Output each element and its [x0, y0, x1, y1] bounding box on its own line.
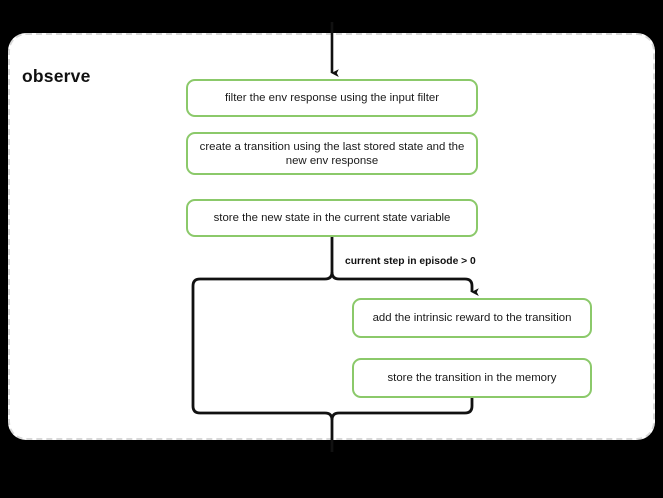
node-filter-env-response[interactable]: filter the env response using the input … [186, 79, 478, 117]
page-title: observe [22, 66, 91, 86]
node-store-transition-memory[interactable]: store the transition in the memory [352, 358, 592, 398]
node-add-intrinsic-reward[interactable]: add the intrinsic reward to the transiti… [352, 298, 592, 338]
edge-label-condition: current step in episode > 0 [345, 256, 476, 267]
node-store-new-state[interactable]: store the new state in the current state… [186, 199, 478, 237]
node-create-transition[interactable]: create a transition using the last store… [186, 132, 478, 175]
